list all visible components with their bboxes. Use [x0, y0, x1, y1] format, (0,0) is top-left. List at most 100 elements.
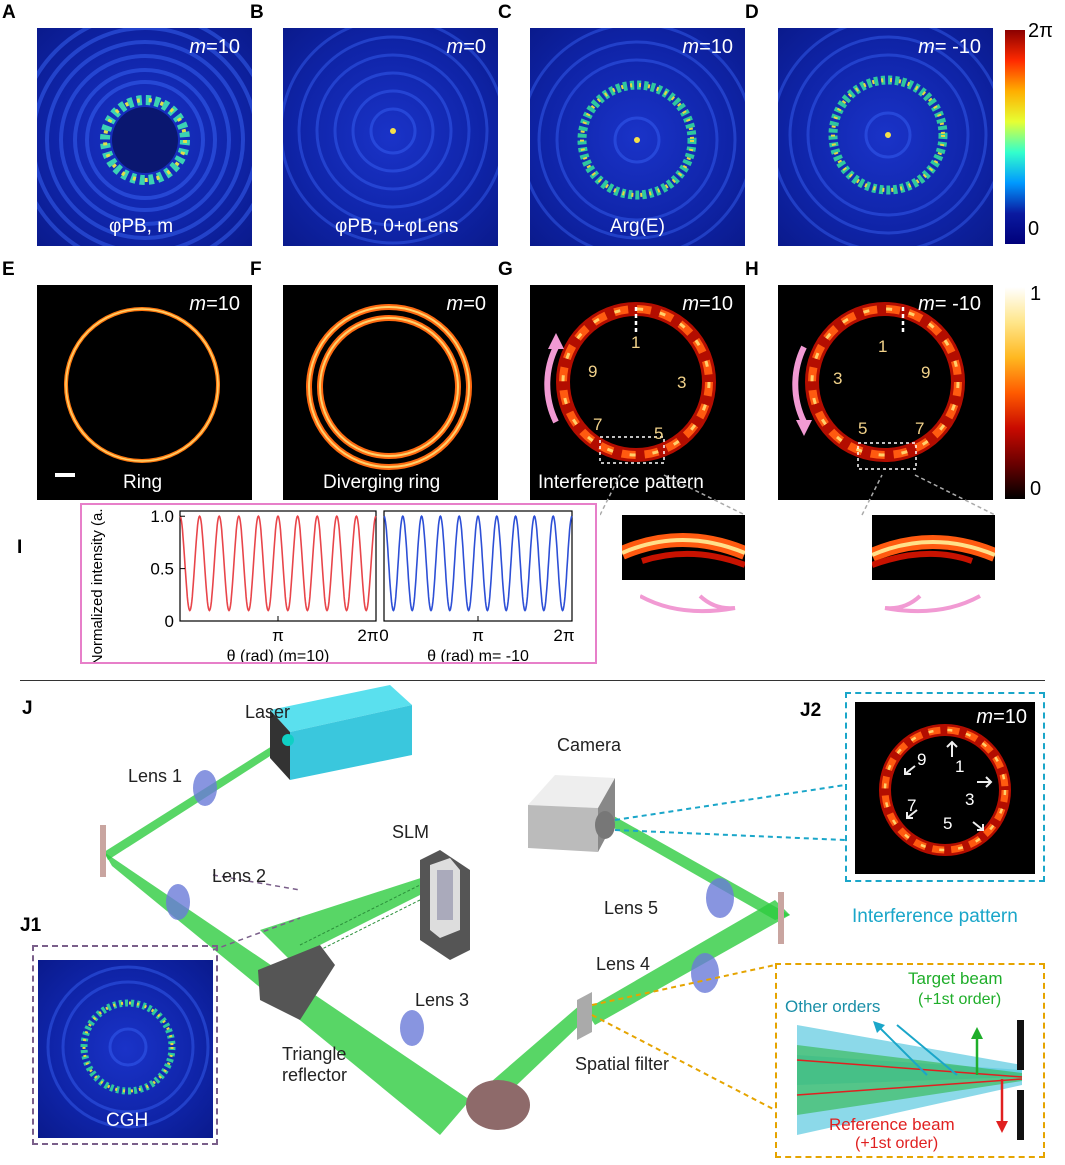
number-label: 1	[955, 757, 965, 776]
spatial-filter	[577, 992, 592, 1040]
panel-e-ring: m=10 Ring	[37, 285, 252, 500]
chart-frame	[383, 510, 573, 622]
spatial-filter-label: Spatial filter	[575, 1054, 670, 1074]
target-beam-label: Target beam	[908, 969, 1003, 988]
slm-device	[420, 850, 470, 960]
number-label: 3	[677, 373, 687, 392]
triangle-reflector	[258, 945, 335, 1020]
target-order-label: (+1st order)	[918, 991, 1002, 1008]
triangle-reflector-label: Triangle reflector	[282, 1044, 348, 1085]
panel-label-h: H	[745, 259, 759, 280]
lens2-label: Lens 2	[212, 866, 267, 886]
round-mirror	[466, 1080, 530, 1130]
scale-bar	[55, 473, 75, 477]
chart-y-tick-label: 0	[165, 612, 174, 631]
panel-b-phase-map: m=0 φPB, 0+φLens	[283, 28, 498, 246]
cgh-pattern	[46, 965, 210, 1129]
slm-label: SLM	[392, 822, 430, 842]
camera-device	[528, 775, 615, 852]
panel-e-caption: Ring	[123, 472, 163, 493]
orders-diagram	[796, 1020, 1024, 1140]
number-label: 9	[921, 363, 931, 382]
m-label: m=0	[446, 293, 486, 315]
panel-a-caption: φPB, m	[109, 216, 174, 237]
interference-pattern-label: Interference pattern	[852, 906, 1018, 927]
panel-f-image	[306, 304, 472, 470]
panel-c-caption: Arg(E)	[610, 216, 665, 237]
number-label: 7	[593, 415, 603, 434]
other-orders-label: Other orders	[785, 997, 881, 1016]
reference-beam-label: Reference beam	[829, 1115, 955, 1134]
mirror-2	[778, 892, 784, 944]
number-label: 5	[858, 419, 868, 438]
intensity-colorbar-max: 1	[1030, 283, 1042, 305]
m-label: m=10	[682, 36, 733, 58]
panel-f-diverging-ring: m=0 Diverging ring	[283, 285, 498, 500]
m-label: m=0	[446, 36, 486, 58]
chart-frame	[179, 510, 377, 622]
panel-f-caption: Diverging ring	[323, 472, 441, 493]
panel-label-f: F	[250, 259, 262, 280]
chart-y-tick-label: 1.0	[150, 507, 174, 526]
number-label: 5	[943, 814, 953, 833]
panel-b-caption: φPB, 0+φLens	[335, 216, 459, 237]
optical-setup	[100, 685, 846, 1135]
panel-g-caption: Interference pattern	[538, 472, 704, 493]
cgh-image: CGH	[38, 960, 213, 1138]
rotation-arrow	[544, 345, 559, 424]
panel-label-j2: J2	[800, 700, 822, 721]
chart-x-tick-label: π	[272, 626, 284, 645]
panel-h-image	[792, 302, 965, 470]
j2-interference-image: 1 3 5 7 9 m=10	[855, 702, 1035, 874]
panel-d-phase-map: m= -10	[778, 28, 993, 246]
chart-y-axis-label: Normalized intensity (a. u.)	[89, 505, 106, 662]
panel-c-phase-map: m=10 Arg(E)	[530, 28, 745, 246]
panel-d-pattern	[778, 28, 993, 246]
chart-x-tick-label: π	[472, 626, 484, 645]
lens-4	[691, 953, 719, 993]
number-label: 3	[833, 369, 843, 388]
number-label: 5	[654, 424, 664, 443]
number-label: 1	[631, 333, 641, 352]
zoom-leader-lines	[600, 474, 996, 516]
phase-colorbar-min: 0	[1028, 218, 1040, 240]
panel-e-image	[55, 307, 220, 477]
panel-label-d: D	[745, 2, 759, 23]
chart-x-axis-label: θ (rad) m= -10	[427, 648, 529, 662]
j1-box	[32, 945, 218, 1145]
m-label: m=10	[976, 706, 1027, 728]
panel-label-j1: J1	[20, 915, 42, 936]
panel-label-i: I	[17, 537, 23, 558]
rotation-arrow	[792, 345, 807, 424]
lens-2	[166, 884, 190, 920]
j2-pattern	[879, 724, 1011, 856]
section-divider	[20, 680, 1045, 681]
panel-b-pattern	[283, 28, 498, 245]
panel-a-pattern	[37, 28, 252, 246]
lens3-label: Lens 3	[415, 990, 470, 1010]
m-label: m=10	[189, 293, 240, 315]
chart-box	[80, 503, 597, 664]
lens5-label: Lens 5	[604, 898, 659, 918]
spatial-filter-detail: Target beam (+1st order) Other orders Re…	[775, 963, 1045, 1158]
chart-series-line	[179, 514, 377, 612]
m-label: m=10	[189, 36, 240, 58]
chart-x-tick-label: 2π	[357, 626, 378, 645]
mirror-1	[100, 825, 106, 877]
panel-label-j: J	[22, 698, 33, 719]
panel-c-pattern	[530, 28, 745, 246]
chart-x-tick-label: 0	[379, 626, 388, 645]
m-label: m=10	[682, 293, 733, 315]
intensity-colorbar	[1005, 287, 1025, 499]
reference-order-label: (+1st order)	[855, 1135, 939, 1152]
lens1-label: Lens 1	[128, 766, 183, 786]
intensity-colorbar-min: 0	[1030, 478, 1042, 500]
m-label: m= -10	[918, 36, 981, 58]
panel-g-image	[544, 302, 716, 464]
zoom-inset-g	[622, 515, 745, 580]
number-label: 1	[878, 337, 888, 356]
lens-5	[706, 878, 734, 918]
panel-g-interference: 1 3 5 7 9 m=10 Interference pattern	[530, 285, 745, 500]
chart-x-axis-label: θ (rad) (m=10)	[227, 648, 330, 662]
number-label: 7	[907, 796, 917, 815]
